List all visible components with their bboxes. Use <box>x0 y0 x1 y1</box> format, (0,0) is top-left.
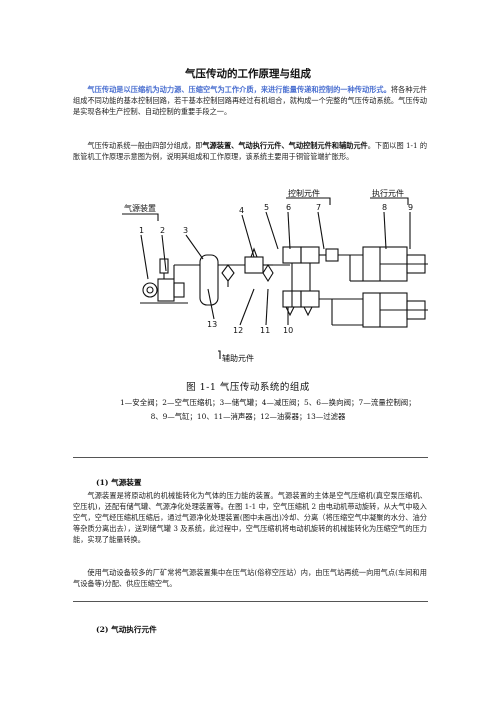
label-5: 5 <box>264 203 269 212</box>
label-8: 8 <box>382 203 387 212</box>
section2-heading: (2) 气动执行元件 <box>96 625 157 634</box>
label-6: 6 <box>286 203 291 212</box>
figure-legend-line1: 1—安全阀；2—空气压缩机；3—储气罐；4—减压阀；5、6—换向阀；7—流量控制… <box>120 398 416 407</box>
label-3: 3 <box>183 226 188 235</box>
label-2: 2 <box>160 226 165 235</box>
divider <box>73 457 428 458</box>
intro-paragraph: 气压传动是以压缩机为动力源、压缩空气为工作介质，来进行能量传递和控制的一种传动形… <box>73 84 427 117</box>
label-gas-source: 气源装置 <box>124 203 156 213</box>
section1-paragraph2: 使用气动设备较多的厂矿常将气源装置集中在压气站(俗称空压站）内，由压气站再统一向… <box>73 568 427 588</box>
label-10: 10 <box>283 326 293 335</box>
pneumatic-system-diagram: 气源装置 控制元件 执行元件 辅助元件 1 2 3 4 5 6 7 8 9 10… <box>122 189 428 363</box>
composition-paragraph: 气压传动系统一般由四部分组成，即气源装置、气动执行元件、气动控制元件和辅助元件。… <box>73 140 427 162</box>
label-1: 1 <box>139 226 144 235</box>
intro-highlight: 气压传动是以压缩机为动力源、压缩空气为工作介质，来进行能量传递和控制的一种传动形… <box>87 85 391 94</box>
composition-pre: 气压传动系统一般由四部分组成，即 <box>87 141 203 150</box>
label-11: 11 <box>260 326 270 335</box>
label-12: 12 <box>233 326 243 335</box>
composition-post: 。下面以图 1-1 的胀管机工作原理示意图为例，说明其组成和工作原理，该系统主要… <box>73 141 428 161</box>
page-title: 气压传动的工作原理与组成 <box>185 68 311 80</box>
divider <box>73 601 428 602</box>
composition-bold: 气源装置、气动执行元件、气动控制元件和辅助元件 <box>202 141 368 150</box>
label-auxiliary-elements: 辅助元件 <box>222 353 254 363</box>
figure-legend-line2: 8、9—气缸；10、11—消声器；12—油雾器；13—过滤器 <box>150 412 346 421</box>
figure-caption: 图 1-1 气压传动系统的组成 <box>186 382 310 393</box>
label-7: 7 <box>316 203 321 212</box>
label-4: 4 <box>239 206 244 215</box>
section1-heading: (1) 气源装置 <box>96 478 142 487</box>
label-13: 13 <box>207 320 217 329</box>
label-actuator-elements: 执行元件 <box>372 189 404 198</box>
label-control-elements: 控制元件 <box>288 189 320 198</box>
label-9: 9 <box>408 203 413 212</box>
section1-paragraph1: 气源装置是将原动机的机械能转化为气体的压力能的装置。气源装置的主体是空气压缩机(… <box>73 491 427 544</box>
intro-rest: 将各种元件组成不同功能的基本控制回路，若干基本控制回路再经过有机组合，就构成一个… <box>73 85 427 116</box>
